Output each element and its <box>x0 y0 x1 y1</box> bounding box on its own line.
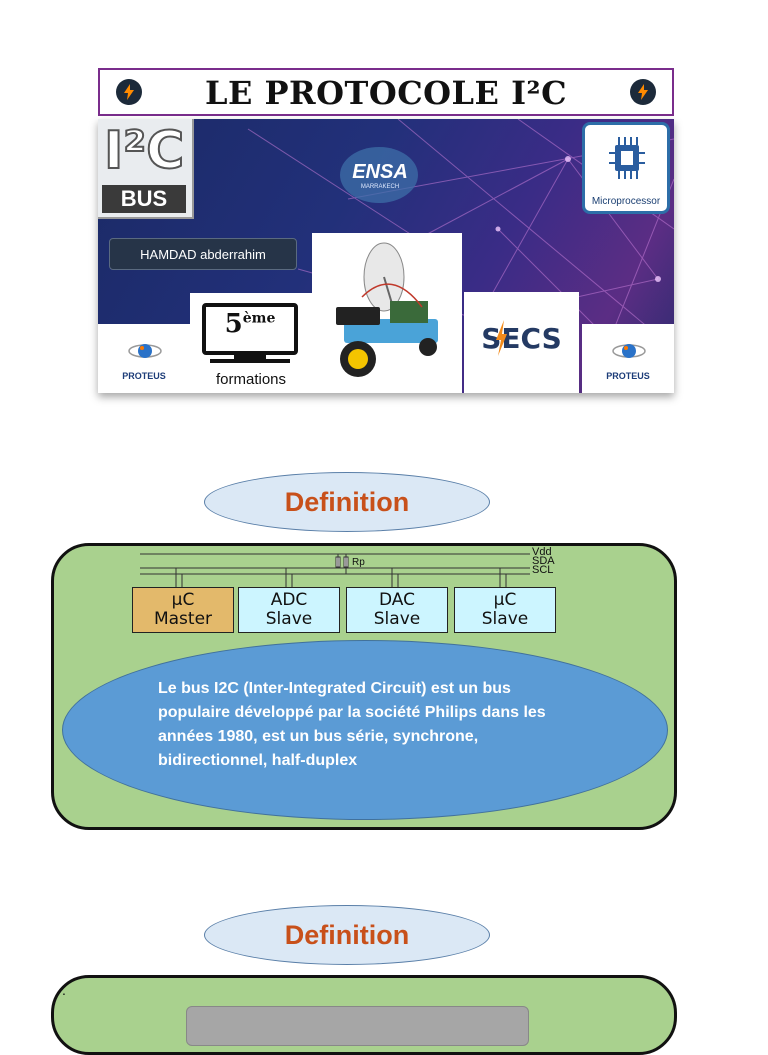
formations-logo: 5ème formations <box>190 293 312 393</box>
banner-image: I²C BUS ENSA MARRAKECH Microprocessor HA… <box>98 119 674 393</box>
ensa-logo: ENSA MARRAKECH <box>340 147 420 207</box>
chip-icon <box>609 137 645 179</box>
robot-illustration <box>336 242 438 377</box>
bus-line-labels: Vdd SDA SCL <box>532 546 555 576</box>
secs-logo: SECS <box>464 292 579 393</box>
i2c-bus-logo: I²C BUS <box>98 119 194 219</box>
lightning-icon <box>630 79 656 105</box>
device-dac-box: DAC Slave <box>346 587 448 633</box>
grey-content-box <box>186 1006 529 1046</box>
page-title: LE PROTOCOLE I²C <box>204 74 568 112</box>
globe-icon <box>612 344 646 358</box>
title-bar: LE PROTOCOLE I²C <box>98 68 674 116</box>
bus-lines <box>140 553 530 587</box>
resistor-label: Rp <box>352 557 365 568</box>
definition-heading-2: Definition <box>204 905 490 965</box>
i2c-bus-diagram: Rp Vdd SDA SCL µC Master ADC Slave DAC S… <box>130 546 570 637</box>
lightning-icon <box>496 320 507 356</box>
device-uc-slave-box: µC Slave <box>454 587 556 633</box>
microprocessor-badge: Microprocessor <box>582 122 670 214</box>
definition-text: Le bus I2C (Inter-Integrated Circuit) es… <box>158 680 546 769</box>
proteus-logo-left: PROTEUS <box>98 324 190 393</box>
definition-heading: Definition <box>204 472 490 532</box>
definition-text-oval: Le bus I2C (Inter-Integrated Circuit) es… <box>62 640 668 820</box>
proteus-logo-right: PROTEUS <box>582 324 674 393</box>
author-badge: HAMDAD abderrahim <box>109 238 297 270</box>
device-master-box: µC Master <box>132 587 234 633</box>
globe-icon <box>128 344 162 358</box>
device-adc-box: ADC Slave <box>238 587 340 633</box>
lightning-icon <box>116 79 142 105</box>
bullet-mark: . <box>62 982 66 998</box>
robot-car-image <box>312 233 462 393</box>
